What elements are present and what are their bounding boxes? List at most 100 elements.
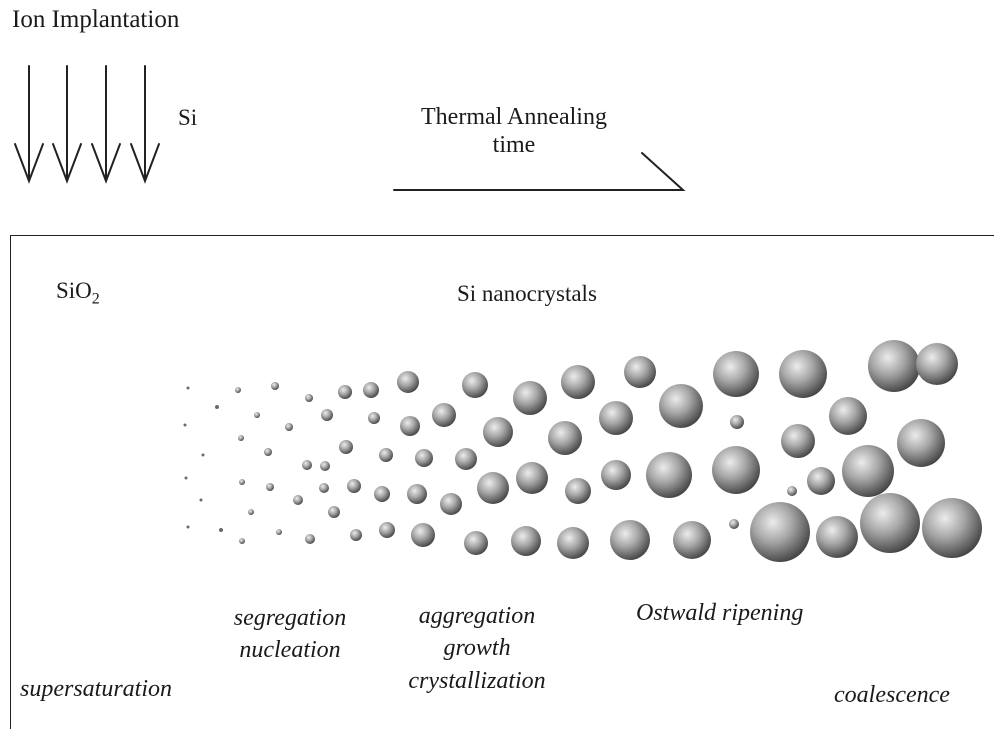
nanocrystal-particle [440,493,462,515]
nanocrystal-particle [239,479,245,485]
nanocrystal-particle [305,394,313,402]
nanocrystal-particle [183,423,187,427]
annealing-label-line2: time [492,131,536,158]
nanocrystal-particle [374,486,390,502]
nanocrystal-particle [219,528,223,532]
sio2-matrix-box [10,235,994,729]
nanocrystal-particle [347,479,361,493]
nanocrystal-particle [239,538,245,544]
nanocrystal-particle [407,484,427,504]
nanocrystal-particle [238,435,244,441]
nanocrystal-particle [610,520,650,560]
nanocrystal-particle [729,519,739,529]
ion-arrow-2 [52,65,82,184]
nanocrystal-particle [779,350,827,398]
nanocrystal-particle [184,476,188,480]
nanocrystal-particle [264,448,272,456]
stage-aggregation: aggregation [418,603,536,629]
nanocrystal-particle [712,446,760,494]
nanocrystal-particle [400,416,420,436]
nanocrystal-particle [302,460,312,470]
nanocrystal-particle [548,421,582,455]
nanocrystal-particle [248,509,254,515]
nanocrystal-particle [338,385,352,399]
nanocrystal-particle [186,386,190,390]
nanocrystal-particle [624,356,656,388]
nanocrystal-particle [750,502,810,562]
stage-segregation-nucleation: segregation nucleation [228,602,352,667]
sio2-matrix-label: SiO2 [56,278,100,309]
sio2-base: SiO [56,278,92,303]
nanocrystal-particle [350,529,362,541]
nanocrystal-particle [561,365,595,399]
nanocrystal-particle [411,523,435,547]
annealing-label-line1: Thermal Annealing [421,104,607,130]
nanocrystal-particle [557,527,589,559]
nanocrystal-particle [432,403,456,427]
nanocrystal-particle [379,522,395,538]
nanocrystal-particle [321,409,333,421]
nanocrystal-particle [215,405,219,409]
nanocrystal-particle [673,521,711,559]
nanocrystal-particle [916,343,958,385]
nanocrystal-particle [807,467,835,495]
nanocrystal-particle [455,448,477,470]
thermal-annealing-label: Thermal Annealing time [395,104,633,159]
nanocrystal-particle [646,452,692,498]
nanocrystal-particle [271,382,279,390]
nanocrystal-particle [868,340,920,392]
nanocrystal-particle [276,529,282,535]
nanocrystal-particle [713,351,759,397]
nanocrystal-particle [285,423,293,431]
nanocrystal-particle [599,401,633,435]
nanocrystal-particle [601,460,631,490]
nanocrystal-particle [339,440,353,454]
nanocrystal-particle [513,381,547,415]
nanocrystal-particle [829,397,867,435]
ion-species-label: Si [178,105,198,130]
nanocrystal-particle [320,461,330,471]
nanocrystal-particle [922,498,982,558]
nanocrystal-particle [254,412,260,418]
nanocrystal-particle [511,526,541,556]
nanocrystal-particle [516,462,548,494]
nanocrystal-particle [368,412,380,424]
nanocrystal-particle [201,453,205,457]
nanocrystal-particle [319,483,329,493]
ion-arrow-4 [130,65,160,184]
stage-supersaturation: supersaturation [20,676,173,702]
ion-implantation-title: Ion Implantation [12,6,180,33]
nanocrystal-particle [415,449,433,467]
nanocrystal-particle [397,371,419,393]
nanocrystal-particle [186,525,190,529]
ion-arrow-3 [91,65,121,184]
nanocrystal-particle [816,516,858,558]
nanocrystal-particle [860,493,920,553]
nanocrystal-particle [379,448,393,462]
nanocrystal-particle [266,483,274,491]
stage-crystallization: crystallization [408,667,546,694]
nanocrystal-particle [565,478,591,504]
nanocrystal-particle [462,372,488,398]
nanocrystal-particle [199,498,203,502]
nanocrystal-particle [293,495,303,505]
nanocrystal-particle [328,506,340,518]
nanocrystal-particle [787,486,797,496]
nanocrystal-particle [363,382,379,398]
nanocrystal-particle [305,534,315,544]
stage-segregation: segregation [233,605,347,631]
nanocrystal-particle [464,531,488,555]
stage-nucleation: nucleation [239,637,341,664]
stage-aggregation-growth: aggregation growth crystallization [404,600,550,697]
nanocrystal-particle [483,417,513,447]
annealing-time-arrow [393,152,686,191]
nanocrystal-particle [659,384,703,428]
nanocrystal-particle [781,424,815,458]
nanocrystal-particle [897,419,945,467]
nanocrystal-particle [842,445,894,497]
ion-arrow-1 [14,65,44,184]
sio2-subscript: 2 [91,290,100,308]
stage-coalescence: coalescence [834,682,950,708]
